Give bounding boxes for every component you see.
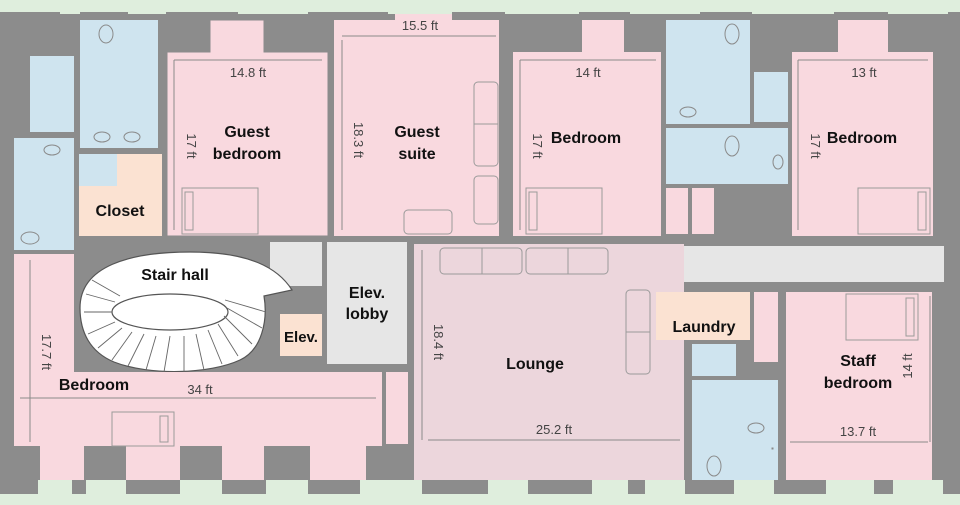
lounge-width: 25.2 ft [536, 422, 573, 437]
window-bays-top [60, 0, 948, 14]
elevator-lobby-label-1: Elev. [349, 285, 385, 302]
guest-suite-depth: 18.3 ft [351, 122, 366, 159]
bedroom-top-mid-room [513, 20, 661, 236]
guest-suite-width: 15.5 ft [402, 18, 439, 33]
staff-bedroom-room [786, 292, 932, 480]
bathrooms [14, 20, 788, 480]
bath-fixtures [20, 23, 784, 477]
stair-hall-label: Stair hall [141, 267, 209, 284]
bedroom-top-mid-depth: 17 ft [530, 133, 545, 159]
laundry-label: Laundry [672, 319, 735, 336]
guest-bedroom-label-2: bedroom [213, 146, 281, 163]
bedroom-bottom-room [14, 254, 382, 480]
bedroom-top-right-depth: 17 ft [808, 133, 823, 159]
guest-bedroom-label-1: Guest [224, 124, 270, 141]
guest-suite-room [334, 14, 499, 236]
elevator-room [280, 314, 322, 356]
lounge-depth: 18.4 ft [431, 324, 446, 361]
bedroom-bottom-label: Bedroom [59, 377, 129, 394]
staff-bedroom-width: 13.7 ft [840, 424, 877, 439]
stair-hall-area [79, 251, 293, 373]
bedroom-top-right-room [792, 20, 933, 236]
bedroom-top-right-width: 13 ft [851, 65, 877, 80]
small-closets [386, 188, 778, 444]
dimension-lines [20, 35, 931, 443]
bedroom-top-mid-width: 14 ft [575, 65, 601, 80]
closet-label: Closet [96, 203, 146, 220]
guest-suite-label-1: Guest [394, 124, 440, 141]
bedroom-top-right-label: Bedroom [827, 130, 897, 147]
staff-bedroom-label-2: bedroom [824, 375, 892, 392]
beds [111, 187, 931, 447]
laundry-room [656, 292, 750, 340]
staff-bedroom-depth: 14 ft [900, 353, 915, 379]
lounge-sofas [439, 247, 651, 375]
elevator-label: Elev. [284, 329, 318, 346]
guest-suite-label-2: suite [398, 146, 435, 163]
elevator-lobby-room [327, 242, 407, 364]
staff-bedroom-label-1: Staff [840, 353, 876, 370]
guest-bedroom-width: 14.8 ft [230, 65, 267, 80]
elevator-lobby-label-2: lobby [346, 306, 389, 323]
lounge-room [414, 244, 684, 480]
bedroom-bottom-width: 34 ft [187, 382, 213, 397]
window-bays-bottom [38, 480, 943, 505]
guest-bedroom-depth: 17 ft [184, 133, 199, 159]
bedroom-top-mid-label: Bedroom [551, 130, 621, 147]
corridor-right [660, 246, 944, 282]
bedroom-bottom-depth: 17.7 ft [39, 334, 54, 371]
lounge-label: Lounge [506, 356, 564, 373]
guest-bedroom-room [166, 19, 329, 237]
suite-furniture [403, 81, 499, 235]
